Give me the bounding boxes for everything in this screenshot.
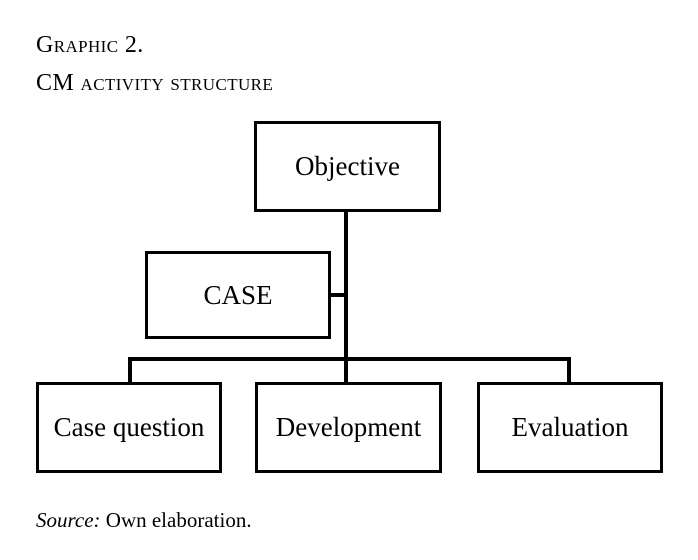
node-objective-label: Objective xyxy=(295,151,400,181)
figure-caption-number: Graphic 2. xyxy=(36,32,144,58)
connector-bus-to-case-question xyxy=(128,357,132,384)
node-evaluation[interactable]: Evaluation xyxy=(477,382,663,473)
node-case-question[interactable]: Case question xyxy=(36,382,222,473)
figure-caption: Graphic 2. CM activity structure xyxy=(36,26,656,102)
node-evaluation-label: Evaluation xyxy=(511,412,629,442)
source-note-text: Own elaboration. xyxy=(100,508,252,532)
connector-objective-to-development xyxy=(344,210,348,384)
figure-caption-title: CM activity structure xyxy=(36,70,274,96)
connector-bus-to-evaluation xyxy=(567,357,571,384)
source-note: Source: Own elaboration. xyxy=(36,505,252,535)
node-development-label: Development xyxy=(275,412,422,442)
node-case-question-label: Case question xyxy=(53,412,205,442)
source-note-label: Source: xyxy=(36,508,101,532)
node-case[interactable]: CASE xyxy=(145,251,331,339)
node-case-label: CASE xyxy=(203,279,273,310)
node-objective[interactable]: Objective xyxy=(254,121,441,212)
connector-case-to-trunk xyxy=(328,293,347,297)
node-development[interactable]: Development xyxy=(255,382,442,473)
connector-horizontal-bus xyxy=(128,357,571,361)
